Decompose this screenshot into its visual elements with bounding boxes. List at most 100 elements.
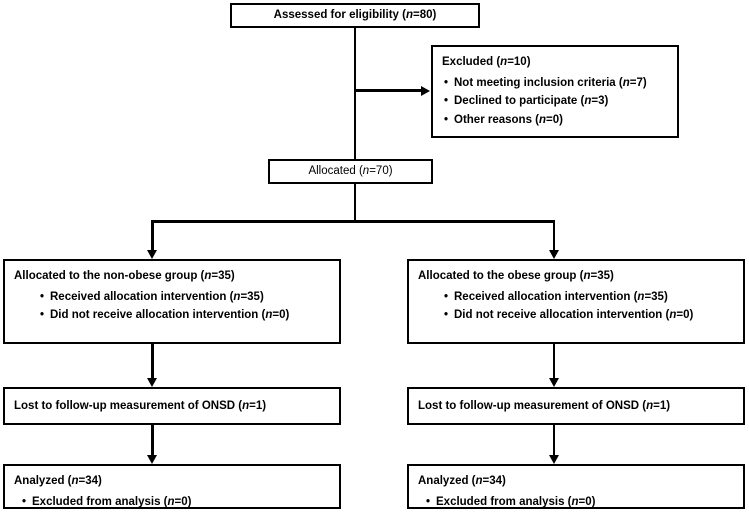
- connector-left-lost-to-analyzed-arrowhead: [147, 455, 157, 464]
- excluded-item-0-text: Not meeting inclusion criteria (: [454, 76, 623, 89]
- assessed-label-text: Assessed for eligibility (: [273, 9, 406, 22]
- lost-left-label-text: Lost to follow-up measurement of ONSD (: [14, 399, 243, 412]
- connector-split-left-arrowhead: [147, 250, 157, 259]
- analyzed-right-title-tail: =34): [482, 475, 506, 487]
- excluded-title: Excluded (n=10): [442, 54, 668, 71]
- excluded-item-1-tail: =3): [591, 95, 609, 108]
- excluded-item-1-italic-n: n: [584, 95, 592, 108]
- lost-right-label: Lost to follow-up measurement of ONSD (n…: [418, 398, 670, 415]
- alloc-right-title-tail: =35): [590, 270, 614, 282]
- analyzed-right-italic-n: n: [475, 475, 483, 487]
- alloc-left-item-1-italic-n: n: [265, 309, 273, 322]
- node-analyzed-right: Analyzed (n=34) Excluded from analysis (…: [407, 464, 745, 511]
- list-item: Received allocation intervention (n=35): [40, 289, 330, 306]
- analyzed-right-list: Excluded from analysis (n=0): [426, 494, 734, 511]
- alloc-left-item-0-italic-n: n: [233, 290, 241, 303]
- excluded-item-2-italic-n: n: [539, 114, 547, 127]
- excluded-italic-n: n: [500, 56, 508, 68]
- node-excluded: Excluded (n=10) Not meeting inclusion cr…: [431, 45, 679, 138]
- alloc-left-italic-n: n: [204, 270, 212, 282]
- excluded-item-0-tail: =7): [629, 76, 647, 89]
- connector-right-lost-to-analyzed: [552, 425, 555, 459]
- allocated-label: Allocated (n=70): [308, 163, 392, 180]
- excluded-item-0-italic-n: n: [622, 76, 630, 89]
- alloc-left-title: Allocated to the non-obese group (n=35): [14, 268, 330, 285]
- alloc-right-item-0-text: Received allocation intervention (: [454, 290, 638, 303]
- lost-right-label-text: Lost to follow-up measurement of ONSD (: [418, 399, 647, 412]
- connector-right-alloc-to-lost-arrowhead: [548, 378, 559, 387]
- assessed-label: Assessed for eligibility (n=80): [274, 7, 437, 24]
- excluded-title-tail: =10): [507, 56, 531, 68]
- list-item: Did not receive allocation intervention …: [444, 307, 734, 324]
- analyzed-right-title: Analyzed (n=34): [418, 473, 734, 490]
- connector-to-excluded-arrowhead: [421, 85, 430, 96]
- allocated-label-text: Allocated (: [308, 165, 363, 178]
- connector-to-excluded-line: [353, 89, 422, 92]
- node-allocated-non-obese: Allocated to the non-obese group (n=35) …: [3, 259, 341, 344]
- analyzed-left-italic-n: n: [71, 475, 79, 487]
- node-analyzed-left: Analyzed (n=34) Excluded from analysis (…: [3, 464, 341, 511]
- analyzed-left-title-tail: =34): [78, 475, 102, 487]
- alloc-right-title: Allocated to the obese group (n=35): [418, 268, 734, 285]
- node-assessed-for-eligibility: Assessed for eligibility (n=80): [230, 3, 480, 28]
- excluded-title-text: Excluded (: [442, 56, 501, 68]
- connector-split-left-drop: [151, 220, 154, 254]
- assessed-label-tail: =80): [412, 9, 437, 22]
- alloc-left-item-1-tail: =0): [272, 309, 290, 322]
- analyzed-left-title-text: Analyzed (: [14, 475, 72, 487]
- connector-right-alloc-to-lost: [552, 344, 555, 382]
- lost-left-italic-n: n: [242, 399, 250, 412]
- connector-split-right-drop: [552, 220, 555, 254]
- alloc-right-item-1-tail: =0): [676, 309, 694, 322]
- node-allocated-obese: Allocated to the obese group (n=35) Rece…: [407, 259, 745, 344]
- connector-right-lost-to-analyzed-arrowhead: [548, 455, 559, 464]
- connector-split-bar: [151, 220, 555, 223]
- assessed-italic-n: n: [405, 9, 413, 22]
- allocated-label-tail: =70): [369, 165, 393, 178]
- lost-right-label-tail: =1): [653, 399, 671, 412]
- lost-left-label: Lost to follow-up measurement of ONSD (n…: [14, 398, 266, 415]
- alloc-right-item-1-text: Did not receive allocation intervention …: [454, 309, 670, 322]
- node-allocated: Allocated (n=70): [268, 159, 433, 184]
- connector-allocated-stem: [353, 184, 356, 222]
- analyzed-left-item-0-text: Excluded from analysis (: [32, 495, 168, 508]
- alloc-right-item-0-italic-n: n: [637, 290, 645, 303]
- alloc-right-list: Received allocation intervention (n=35) …: [444, 289, 734, 324]
- analyzed-left-title: Analyzed (n=34): [14, 473, 330, 490]
- list-item: Did not receive allocation intervention …: [40, 307, 330, 324]
- analyzed-right-item-0-text: Excluded from analysis (: [436, 495, 572, 508]
- lost-left-label-tail: =1): [249, 399, 267, 412]
- analyzed-right-item-0-italic-n: n: [571, 495, 579, 508]
- list-item: Declined to participate (n=3): [444, 93, 668, 110]
- connector-split-right-arrowhead: [548, 250, 559, 259]
- analyzed-left-item-0-italic-n: n: [167, 495, 175, 508]
- list-item: Excluded from analysis (n=0): [22, 494, 330, 511]
- alloc-left-title-tail: =35): [211, 270, 235, 282]
- alloc-left-item-1-text: Did not receive allocation intervention …: [50, 309, 266, 322]
- alloc-right-item-0-tail: =35): [644, 290, 668, 303]
- alloc-right-item-1-italic-n: n: [669, 309, 677, 322]
- node-lost-followup-left: Lost to follow-up measurement of ONSD (n…: [3, 387, 341, 425]
- allocated-italic-n: n: [362, 165, 370, 178]
- list-item: Other reasons (n=0): [444, 112, 668, 129]
- alloc-right-title-text: Allocated to the obese group (: [418, 270, 584, 282]
- alloc-left-list: Received allocation intervention (n=35) …: [40, 289, 330, 324]
- alloc-left-title-text: Allocated to the non-obese group (: [14, 270, 205, 282]
- list-item: Excluded from analysis (n=0): [426, 494, 734, 511]
- alloc-left-item-0-text: Received allocation intervention (: [50, 290, 234, 303]
- alloc-right-italic-n: n: [583, 270, 591, 282]
- list-item: Not meeting inclusion criteria (n=7): [444, 75, 668, 92]
- analyzed-left-list: Excluded from analysis (n=0): [22, 494, 330, 511]
- excluded-list: Not meeting inclusion criteria (n=7) Dec…: [444, 75, 668, 129]
- connector-left-alloc-to-lost: [151, 344, 154, 382]
- alloc-left-item-0-tail: =35): [240, 290, 264, 303]
- analyzed-left-item-0-tail: =0): [174, 495, 192, 508]
- lost-right-italic-n: n: [646, 399, 654, 412]
- excluded-item-1-text: Declined to participate (: [454, 95, 585, 108]
- node-lost-followup-right: Lost to follow-up measurement of ONSD (n…: [407, 387, 745, 425]
- analyzed-right-title-text: Analyzed (: [418, 475, 476, 487]
- connector-left-lost-to-analyzed: [151, 425, 154, 459]
- list-item: Received allocation intervention (n=35): [444, 289, 734, 306]
- analyzed-right-item-0-tail: =0): [578, 495, 596, 508]
